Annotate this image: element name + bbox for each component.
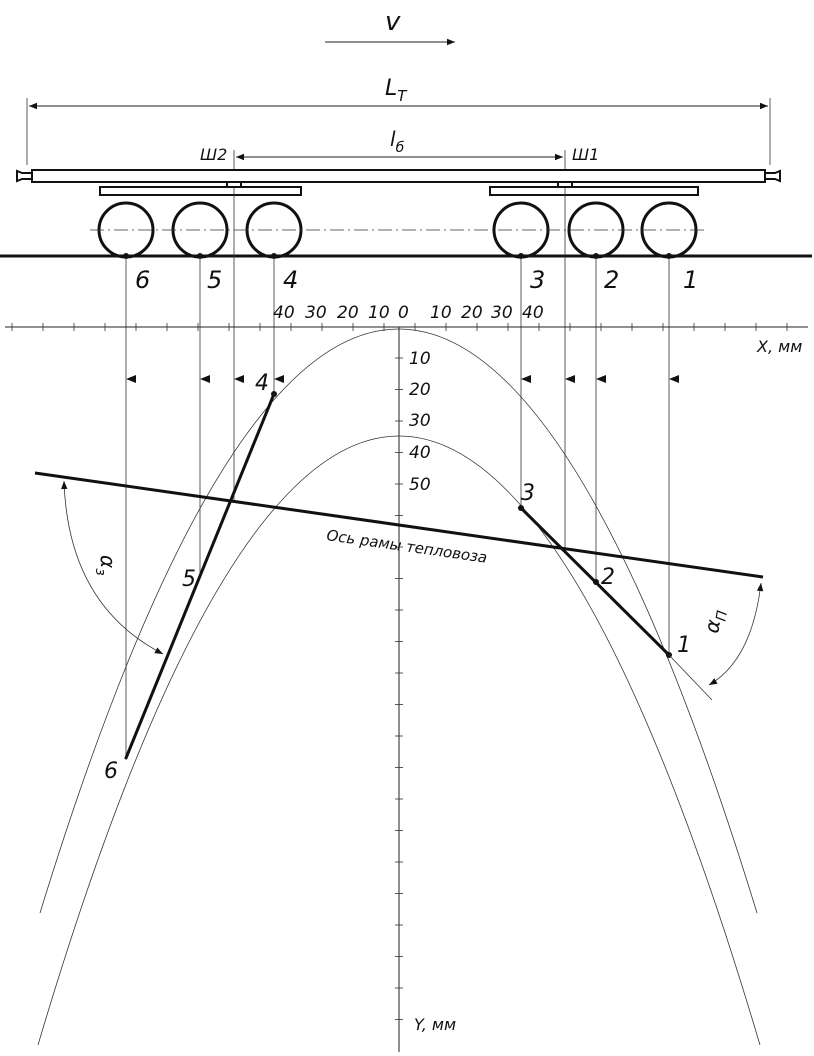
wheel-number-3: 3 <box>530 266 545 294</box>
bogie-front <box>489 186 699 196</box>
wheels <box>90 201 705 259</box>
y-tick-10: 10 <box>409 349 431 369</box>
y-tick-40: 40 <box>409 443 431 463</box>
wheel-number-1: 1 <box>683 266 698 294</box>
locomotive-frame <box>31 169 766 183</box>
point-2-dot <box>593 579 599 585</box>
point-label-1: 1 <box>677 633 691 658</box>
x-tick-right-40: 40 <box>522 303 544 323</box>
x-tick-left-10: 10 <box>368 303 390 323</box>
wheel-number-4: 4 <box>283 266 298 294</box>
total-length-label: LT <box>385 76 408 105</box>
contact-point-6 <box>123 253 129 259</box>
x-tick-left-20: 20 <box>337 303 359 323</box>
point-3-dot <box>518 505 524 511</box>
rear-angle-label: αз <box>92 555 120 576</box>
contact-point-5 <box>197 253 203 259</box>
pivot-rear-label: Ш2 <box>200 145 227 164</box>
frame-axis-label: Ось рамы тепловоза <box>325 526 488 567</box>
x-tick-left-40: 40 <box>273 303 295 323</box>
y-axis-label: Y, мм <box>414 1015 456 1034</box>
point-label-3: 3 <box>521 481 535 506</box>
point-label-6: 6 <box>104 759 118 784</box>
pivot-front-label: Ш1 <box>572 145 599 164</box>
coupler-right <box>764 169 781 183</box>
bogie-rear <box>99 186 302 196</box>
x-tick-zero: 0 <box>398 303 409 323</box>
point-label-5: 5 <box>182 567 196 592</box>
wheel-number-6: 6 <box>135 266 150 294</box>
contact-point-3 <box>518 253 524 259</box>
x-tick-right-30: 30 <box>491 303 513 323</box>
y-tick-50: 50 <box>409 475 431 495</box>
x-tick-left-30: 30 <box>305 303 327 323</box>
point-label-4: 4 <box>255 371 269 396</box>
y-axis-ticks <box>395 357 403 1020</box>
projection-lines <box>125 188 679 758</box>
x-tick-right-10: 10 <box>430 303 452 323</box>
velocity-indicator: v <box>325 7 455 46</box>
y-tick-30: 30 <box>409 411 431 431</box>
wheel-numbers: 6 5 4 3 2 1 <box>135 266 698 294</box>
bogie-chords: 4 3 5 2 1 6 <box>104 371 691 784</box>
point-label-2: 2 <box>601 565 615 590</box>
contact-points <box>123 253 672 259</box>
front-angle-arc <box>708 582 764 686</box>
locomotive <box>0 169 812 259</box>
x-tick-right-20: 20 <box>461 303 483 323</box>
rear-bogie-chord <box>124 392 276 760</box>
total-length-dimension: LT <box>26 76 771 165</box>
angle-markers: αз αП <box>61 480 764 701</box>
y-axis: 10 20 30 40 50 Y, мм <box>395 327 456 1052</box>
contact-point-1 <box>666 253 672 259</box>
rear-angle-arc <box>61 480 164 655</box>
contact-point-4 <box>271 253 277 259</box>
x-axis-ticks <box>11 323 788 331</box>
inner-rail-curve <box>37 435 761 1046</box>
front-angle-label: αП <box>699 607 731 636</box>
x-axis: 40 30 20 10 0 10 20 30 40 X, мм <box>5 303 808 356</box>
front-angle-extension <box>668 654 713 701</box>
coupler-left <box>16 169 33 183</box>
velocity-label: v <box>385 7 401 37</box>
contact-point-2 <box>593 253 599 259</box>
y-tick-20: 20 <box>409 380 431 400</box>
x-axis-label: X, мм <box>756 337 802 356</box>
bogie-base-dimension: lб Ш2 Ш1 <box>200 127 599 172</box>
point-4-dot <box>271 391 277 397</box>
wheel-number-2: 2 <box>604 266 619 294</box>
bogie-base-label: lб <box>390 127 405 156</box>
wheel-number-5: 5 <box>207 266 222 294</box>
